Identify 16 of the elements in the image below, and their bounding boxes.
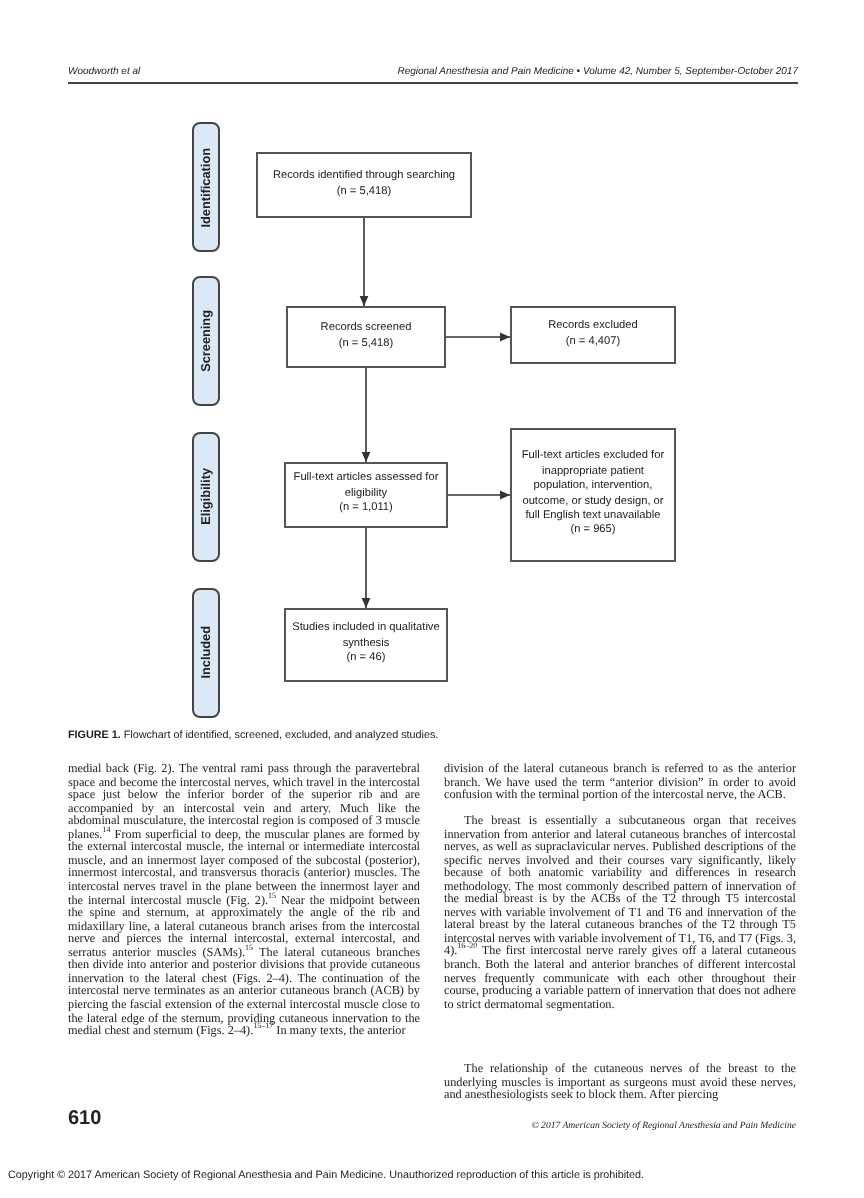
arrow bbox=[447, 490, 511, 500]
arrow bbox=[445, 332, 511, 342]
stage-box bbox=[192, 276, 220, 406]
process-box bbox=[284, 608, 448, 682]
stage-box bbox=[192, 432, 220, 562]
process-box bbox=[286, 306, 446, 368]
stage-box bbox=[192, 122, 220, 252]
process-box bbox=[510, 428, 676, 562]
process-box bbox=[284, 462, 448, 528]
process-box bbox=[256, 152, 472, 218]
arrow bbox=[361, 367, 371, 463]
arrow bbox=[359, 217, 369, 307]
process-box bbox=[510, 306, 676, 364]
arrow bbox=[361, 527, 371, 609]
page-number: 610 bbox=[68, 1108, 104, 1130]
stage-box bbox=[192, 588, 220, 718]
